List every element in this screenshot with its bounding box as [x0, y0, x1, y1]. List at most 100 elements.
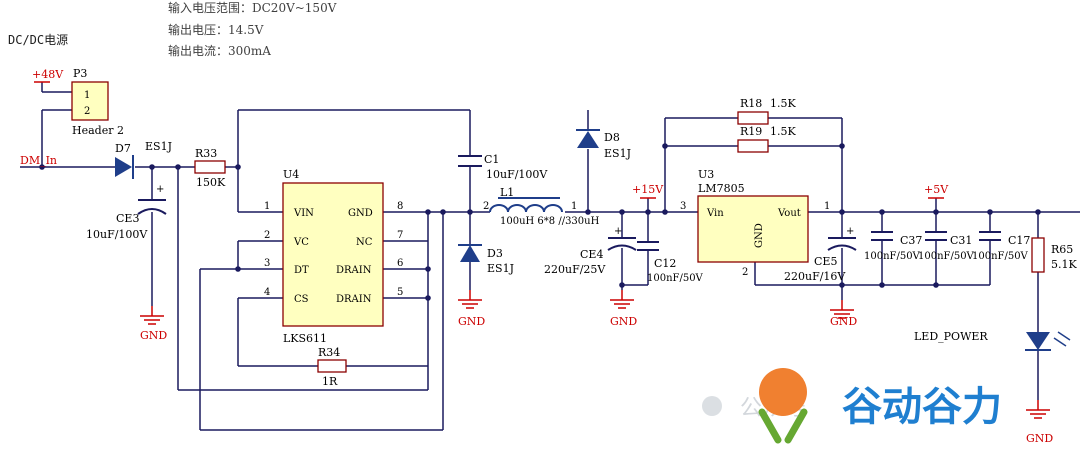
svg-text:R65: R65 [1051, 243, 1073, 256]
gnd-led: GND [1025, 399, 1053, 445]
svg-text:Header 2: Header 2 [72, 124, 124, 137]
svg-text:R33: R33 [195, 147, 217, 160]
svg-text:LKS611: LKS611 [283, 332, 327, 345]
svg-text:1: 1 [84, 90, 90, 101]
svg-text:2: 2 [483, 201, 489, 212]
junctions [39, 143, 1041, 301]
svg-text:U4: U4 [283, 168, 299, 181]
svg-text:DT: DT [294, 265, 309, 276]
svg-text:CE5: CE5 [814, 255, 837, 268]
svg-text:1: 1 [824, 201, 830, 212]
note-input-voltage: 输入电压范围：DC20V~150V [168, 0, 337, 15]
svg-text:GND: GND [610, 315, 637, 328]
connector-p3: P3 1 2 Header 2 [71, 67, 124, 137]
svg-text:GND: GND [458, 315, 485, 328]
resistor-r33: R33 150K [194, 147, 226, 189]
watermark-brand: 谷动谷力 [842, 384, 1002, 430]
svg-text:ES1J: ES1J [487, 262, 514, 275]
svg-text:4: 4 [264, 287, 270, 298]
resistor-r18: R18 1.5K [737, 97, 796, 125]
gnd-ce3: GND [139, 305, 167, 342]
svg-text:10uF/100V: 10uF/100V [86, 228, 148, 241]
svg-text:2: 2 [742, 267, 748, 278]
svg-text:Vout: Vout [777, 208, 801, 219]
svg-text:GND: GND [348, 208, 373, 219]
cap-c31: C31 100nF/50V [918, 231, 975, 262]
cap-ce5: + CE5 220uF/16V [784, 226, 857, 283]
svg-text:R18: R18 [740, 97, 762, 110]
led-label: LED_POWER [914, 330, 988, 343]
svg-text:100uH 6*8 //330uH: 100uH 6*8 //330uH [500, 216, 600, 227]
cap-ce4: + CE4 220uF/25V [544, 226, 637, 276]
svg-text:VC: VC [293, 237, 309, 248]
svg-text:DRAIN: DRAIN [336, 265, 372, 276]
svg-text:C12: C12 [654, 257, 676, 270]
svg-text:ES1J: ES1J [145, 140, 172, 153]
svg-text:+: + [614, 226, 622, 237]
svg-text:NC: NC [356, 237, 373, 248]
svg-text:100nF/50V: 100nF/50V [918, 251, 975, 262]
diode-d8: D8 ES1J [576, 129, 631, 160]
svg-text:Vin: Vin [706, 208, 724, 219]
diode-d3: D3 ES1J [458, 244, 514, 275]
svg-text:5.1K: 5.1K [1051, 258, 1077, 271]
svg-text:LM7805: LM7805 [698, 182, 745, 195]
note-output-voltage: 输出电压：14.5V [168, 22, 264, 37]
svg-text:7: 7 [397, 230, 403, 241]
cap-c17: C17 100nF/50V [972, 231, 1030, 262]
wechat-icon [702, 396, 722, 416]
svg-text:D7: D7 [115, 142, 131, 155]
svg-text:D8: D8 [604, 131, 620, 144]
svg-text:U3: U3 [698, 168, 714, 181]
svg-text:3: 3 [264, 258, 270, 269]
svg-text:6: 6 [397, 258, 403, 269]
resistor-r34: R34 1R [317, 346, 347, 388]
svg-text:CE3: CE3 [116, 212, 139, 225]
cap-c1: C1 10uF/100V [458, 153, 548, 181]
svg-text:CS: CS [294, 294, 309, 305]
svg-text:1R: 1R [322, 375, 338, 388]
svg-text:1: 1 [571, 201, 577, 212]
resistor-r65: R65 5.1K [1031, 237, 1077, 273]
svg-text:+5V: +5V [924, 183, 949, 196]
svg-text:220uF/16V: 220uF/16V [784, 270, 846, 283]
svg-text:1.5K: 1.5K [770, 125, 796, 138]
svg-text:8: 8 [397, 201, 403, 212]
svg-text:5: 5 [397, 287, 403, 298]
svg-text:P3: P3 [73, 67, 87, 80]
svg-text:2: 2 [264, 230, 270, 241]
rail-5v: +5V [924, 183, 949, 199]
gnd-ce4: GND [609, 289, 637, 328]
schematic-title: DC/DC电源 [8, 33, 68, 47]
svg-text:220uF/25V: 220uF/25V [544, 263, 606, 276]
svg-text:+48V: +48V [32, 68, 64, 81]
svg-text:1: 1 [264, 201, 270, 212]
cap-c37: C37 100nF/50V [864, 231, 922, 262]
svg-text:1.5K: 1.5K [770, 97, 796, 110]
ic-u4: U4 LKS611 1 2 3 4 VIN VC DT CS 8 7 6 5 G… [264, 168, 403, 345]
resistor-r19: R19 1.5K [737, 125, 796, 153]
svg-text:3: 3 [680, 201, 686, 212]
svg-text:100nF/50V: 100nF/50V [972, 251, 1029, 262]
svg-text:+: + [846, 226, 854, 237]
gnd-ce5: GND [829, 299, 857, 328]
svg-text:VIN: VIN [293, 208, 314, 219]
svg-text:C37: C37 [900, 234, 922, 247]
diode-d7: D7 ES1J [115, 140, 172, 179]
svg-text:C1: C1 [484, 153, 499, 166]
svg-text:L1: L1 [500, 186, 514, 199]
svg-text:C17: C17 [1008, 234, 1030, 247]
svg-text:+: + [156, 184, 164, 195]
svg-text:2: 2 [84, 106, 90, 117]
svg-text:DRAIN: DRAIN [336, 294, 372, 305]
ic-u3: U3 LM7805 Vin Vout 3 1 2 GND [680, 168, 830, 278]
brand-logo-icon [759, 368, 807, 416]
svg-text:100nF/50V: 100nF/50V [864, 251, 921, 262]
svg-text:GND: GND [140, 329, 167, 342]
gnd-d3: GND [457, 289, 485, 328]
svg-text:GND: GND [754, 223, 765, 248]
svg-text:100nF/50V: 100nF/50V [647, 273, 704, 284]
cap-ce3: + CE3 10uF/100V [86, 184, 167, 241]
watermark: 公众号 谷动谷力 [702, 368, 1002, 444]
